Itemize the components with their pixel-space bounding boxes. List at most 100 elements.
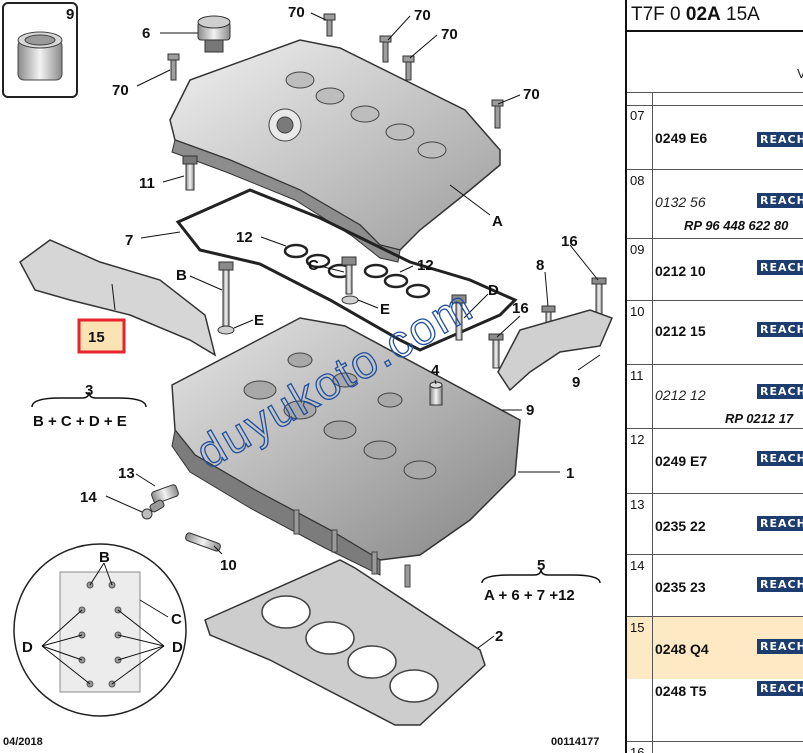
list-item[interactable]: 14 0235 23 REACH: [627, 555, 803, 617]
part-reference[interactable]: 0212 10: [655, 263, 706, 279]
replacement-reference[interactable]: RP 96 448 622 80: [684, 218, 789, 233]
list-item[interactable]: 13 0235 22 REACH: [627, 494, 803, 555]
callout-14: 14: [80, 489, 97, 506]
reference-title: T7F 0 02A 15A: [631, 4, 760, 26]
callout-15-highlight[interactable]: 15: [77, 318, 126, 354]
row-index: 08: [630, 173, 645, 188]
row-index: 11: [630, 368, 644, 383]
bearing-cap-part-8[interactable]: [497, 309, 614, 392]
tappet-part-4[interactable]: [429, 381, 443, 406]
group-braces: [31, 391, 601, 584]
callout-70: 70: [112, 82, 129, 99]
callout-70: 70: [288, 4, 305, 21]
callout-C: C: [308, 257, 319, 274]
callout-8: 8: [536, 257, 544, 274]
oil-filler-cap-part-6[interactable]: [197, 15, 231, 53]
callout-E: E: [254, 312, 264, 329]
inset-label-D: D: [172, 639, 183, 656]
reach-badge: REACH: [757, 681, 803, 696]
part-reference[interactable]: 0132 56: [655, 194, 706, 210]
exploded-diagram: duyukoto.com 9 6 70 70 70 70 70 11 7 12 …: [2, 2, 614, 748]
bolt-part-14[interactable]: [141, 499, 165, 520]
inset-label-C: C: [171, 611, 182, 628]
list-item[interactable]: 11 0212 12 REACH RP 0212 17: [627, 365, 803, 429]
title-suffix: 15A: [720, 4, 760, 25]
callout-10: 10: [220, 557, 237, 574]
column-header-letter: V: [797, 66, 803, 81]
inset-part-9-box[interactable]: [2, 2, 78, 98]
part-reference-alt[interactable]: 0248 T5: [655, 683, 707, 699]
valve-cover-part-A[interactable]: [169, 39, 501, 263]
list-item-highlighted[interactable]: 15 0248 Q4 REACH 0248 T5 REACH: [627, 617, 803, 742]
part-reference[interactable]: 0248 Q4: [655, 641, 709, 657]
part-reference[interactable]: 0249 E6: [655, 130, 708, 146]
replacement-reference[interactable]: RP 0212 17: [725, 411, 794, 426]
list-item[interactable]: 12 0249 E7 REACH: [627, 429, 803, 494]
callout-1: 1: [566, 465, 574, 482]
reach-badge: REACH: [757, 451, 803, 466]
row-index: 14: [630, 558, 645, 573]
callout-7: 7: [125, 232, 133, 249]
list-item[interactable]: 10 0212 15 REACH: [627, 301, 803, 365]
callout-13: 13: [118, 465, 135, 482]
stud-part-10[interactable]: [185, 532, 222, 552]
list-item[interactable]: 07 0249 E6 REACH: [627, 105, 803, 170]
group-3-number: 3: [85, 382, 93, 399]
reach-badge: REACH: [757, 132, 803, 147]
title-bold-part: 02A: [685, 4, 721, 25]
cover-gasket-part-7[interactable]: [175, 188, 518, 352]
callout-2: 2: [495, 628, 503, 645]
footer-date: 04/2018: [3, 736, 43, 748]
parts-list-panel: T7F 0 02A 15A V 07 0249 E6 REACH 08 0132…: [625, 0, 803, 753]
row-index: 10: [630, 304, 645, 319]
row-index: 12: [630, 432, 645, 447]
list-item[interactable]: 08 0132 56 REACH RP 96 448 622 80: [627, 170, 803, 239]
callout-70: 70: [441, 26, 458, 43]
part-reference[interactable]: 0235 23: [655, 579, 706, 595]
column-header-band: [627, 92, 803, 106]
cover-screws-part-70[interactable]: [167, 13, 504, 129]
plug-seals-part-12[interactable]: [283, 243, 431, 299]
title-divider: [627, 30, 803, 32]
part-reference[interactable]: 0212 15: [655, 323, 706, 339]
callout-70: 70: [414, 7, 431, 24]
group-3-formula: B + C + D + E: [33, 413, 127, 430]
diagram-drawing: duyukoto.com 9 6 70 70 70 70 70 11 7 12 …: [2, 2, 614, 726]
cylinder-head-part-1[interactable]: [171, 317, 521, 588]
callout-12: 12: [236, 229, 253, 246]
heat-shield-part-15[interactable]: [19, 239, 217, 357]
bolt-pattern-inset[interactable]: [13, 543, 187, 717]
reach-badge: REACH: [757, 193, 803, 208]
callout-A: A: [492, 213, 503, 230]
leader-lines: [105, 12, 601, 649]
list-item[interactable]: 16: [627, 742, 803, 753]
callout-9: 9: [66, 6, 74, 23]
callout-16: 16: [561, 233, 578, 250]
callout-15: 15: [88, 329, 105, 346]
part-reference[interactable]: 0235 22: [655, 518, 706, 534]
callout-11: 11: [139, 175, 155, 192]
head-gasket-part-2[interactable]: [204, 559, 486, 726]
inset-label-D: D: [22, 639, 33, 656]
list-item[interactable]: 09 0212 10 REACH: [627, 239, 803, 301]
reach-badge: REACH: [757, 322, 803, 337]
callout-labels: 9 6 70 70 70 70 70 11 7 12 12 A B C E E …: [22, 4, 580, 656]
part-reference[interactable]: 0249 E7: [655, 453, 708, 469]
row-index: 16: [630, 745, 645, 753]
callout-E: E: [380, 301, 390, 318]
plug-part-13[interactable]: [151, 484, 180, 504]
reach-badge: REACH: [757, 577, 803, 592]
group-5-formula: A + 6 + 7 +12: [484, 587, 575, 604]
row-index: 07: [630, 108, 645, 123]
title-prefix: T7F 0: [631, 4, 686, 25]
reach-badge: REACH: [757, 516, 803, 531]
callout-D: D: [488, 282, 499, 299]
callout-9: 9: [526, 402, 534, 419]
callout-12: 12: [417, 257, 434, 274]
callout-4: 4: [431, 362, 440, 379]
callout-16: 16: [512, 300, 529, 317]
sensor-part-11[interactable]: [182, 155, 198, 191]
part-reference[interactable]: 0212 12: [655, 387, 706, 403]
footer-code: 00114177: [551, 736, 600, 748]
